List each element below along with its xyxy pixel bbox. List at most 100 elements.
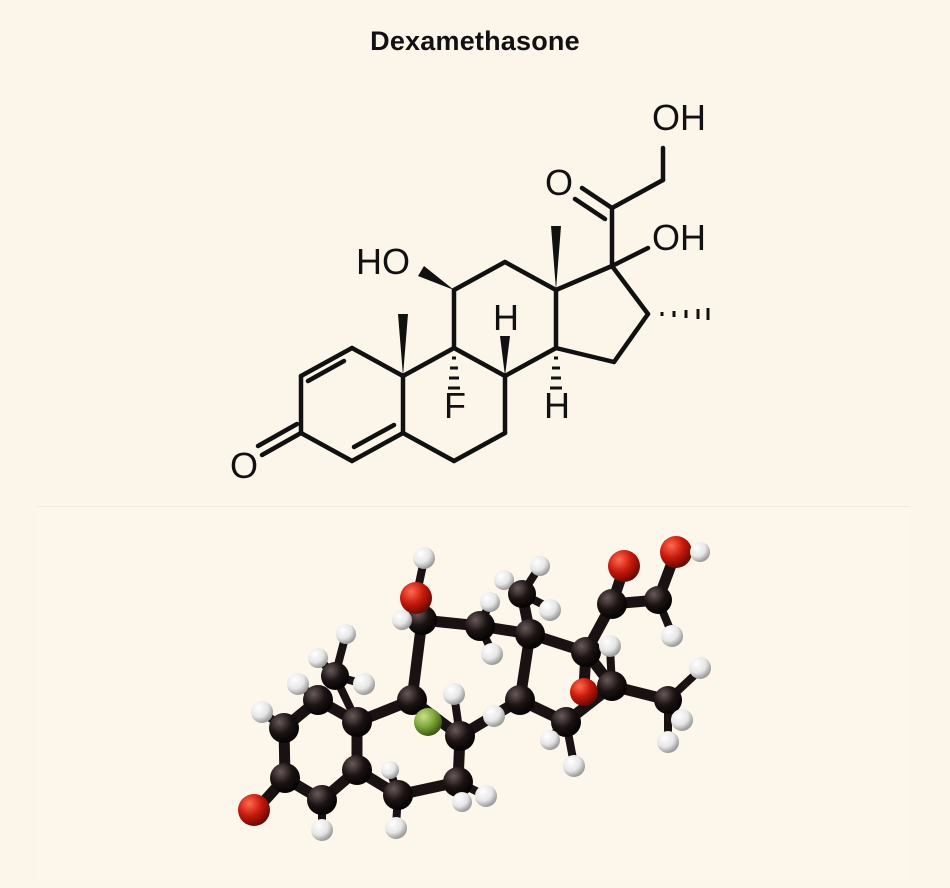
hydrogen-atom (530, 556, 550, 576)
hydrogen-atom (308, 648, 328, 668)
label-oh-right: OH (652, 217, 706, 258)
model-atoms-back (308, 556, 598, 779)
bond (451, 430, 508, 464)
hydrogen-atom (563, 755, 585, 777)
hydrogen-atom (481, 643, 503, 665)
hydrogen-atom (494, 570, 514, 590)
hydrogen-atom (483, 705, 505, 727)
bond (400, 430, 457, 464)
structural-formula-panel (38, 82, 910, 506)
wedge-bond (418, 266, 454, 290)
hydrogen-atom (480, 592, 500, 612)
bond (609, 177, 666, 211)
bond (572, 196, 608, 222)
carbon-atom (505, 685, 535, 715)
bond (400, 345, 457, 379)
hydrogen-atom (671, 709, 693, 731)
bond (502, 259, 559, 293)
page-title: Dexamethasone (370, 26, 580, 56)
hydrogen-atom (689, 657, 711, 679)
carbon-atom (597, 589, 627, 619)
carbon-atom (303, 685, 333, 715)
hydrogen-atom (385, 817, 407, 839)
hash-bond (550, 356, 562, 390)
hydrogen-atom (251, 701, 273, 723)
oxygen-atom (570, 678, 598, 706)
carbon-atom (515, 619, 545, 649)
bond (349, 430, 406, 464)
label-ho-left: HO (356, 241, 410, 282)
hydrogen-atom (311, 819, 333, 841)
carbon-atom (551, 707, 581, 737)
carbon-atom (644, 586, 672, 614)
carbon-atom (321, 662, 349, 690)
hydrogen-atom (381, 761, 399, 779)
bond (305, 358, 347, 384)
bond (611, 311, 651, 365)
bond (502, 345, 559, 379)
label-oh-top: OH (652, 97, 706, 138)
hydrogen-atom (657, 731, 679, 753)
hydrogen-atom (690, 542, 710, 562)
bond (259, 430, 304, 458)
carbon-atom (571, 637, 601, 667)
label-o-ketone-left: O (230, 445, 258, 486)
carbon-atom (508, 580, 536, 608)
wedge-bond (551, 226, 561, 290)
hydrogen-atom (336, 624, 356, 644)
hash-bond (448, 356, 460, 390)
oxygen-atom (400, 582, 432, 614)
carbon-atom (397, 685, 427, 715)
hydrogen-atom (452, 792, 472, 812)
label-f: F (444, 385, 466, 426)
carbon-atom (307, 785, 337, 815)
hydrogen-atom (443, 683, 465, 705)
bond (553, 263, 615, 293)
model-heteroatoms (238, 536, 692, 826)
hydrogen-atom (287, 673, 309, 695)
carbon-atom (654, 686, 682, 714)
carbon-atom (443, 767, 473, 797)
bond (609, 245, 651, 269)
hydrogen-atom (661, 625, 683, 647)
bond (349, 345, 406, 379)
skeletal-formula: OH O OH HO H F H O (230, 97, 710, 486)
model-carbons (269, 580, 682, 815)
panel-divider (38, 506, 910, 507)
bond (451, 259, 508, 293)
hydrogen-atom (540, 730, 560, 750)
bond (255, 421, 300, 449)
bond (553, 345, 617, 365)
hydrogen-atom (539, 599, 561, 621)
fluorine-atom (414, 708, 442, 736)
bond (298, 345, 355, 379)
oxygen-atom (238, 794, 270, 826)
ball-and-stick-panel (38, 508, 910, 880)
hydrogen-atom (599, 635, 621, 657)
oxygen-atom (660, 536, 692, 568)
wedge-bond (500, 336, 510, 376)
carbon-atom (445, 721, 475, 751)
hydrogen-atom (353, 673, 375, 695)
label-h-top: H (493, 297, 519, 338)
hash-bond (660, 308, 710, 320)
carbon-atom (342, 707, 372, 737)
carbon-atom (270, 763, 300, 793)
bond (351, 422, 397, 450)
bond (609, 263, 651, 317)
bond (579, 185, 615, 211)
wedge-bond (398, 314, 408, 376)
carbon-atom (342, 755, 372, 785)
hydrogen-atom (475, 785, 497, 807)
label-h-bottom: H (544, 385, 570, 426)
carbon-atom (383, 780, 413, 810)
bond (451, 345, 508, 379)
carbon-atom (269, 713, 299, 743)
carbon-atom (597, 671, 627, 701)
oxygen-atom (608, 550, 640, 582)
hydrogen-atom (392, 610, 412, 630)
model-hydrogens (251, 542, 711, 841)
bond (298, 430, 355, 464)
